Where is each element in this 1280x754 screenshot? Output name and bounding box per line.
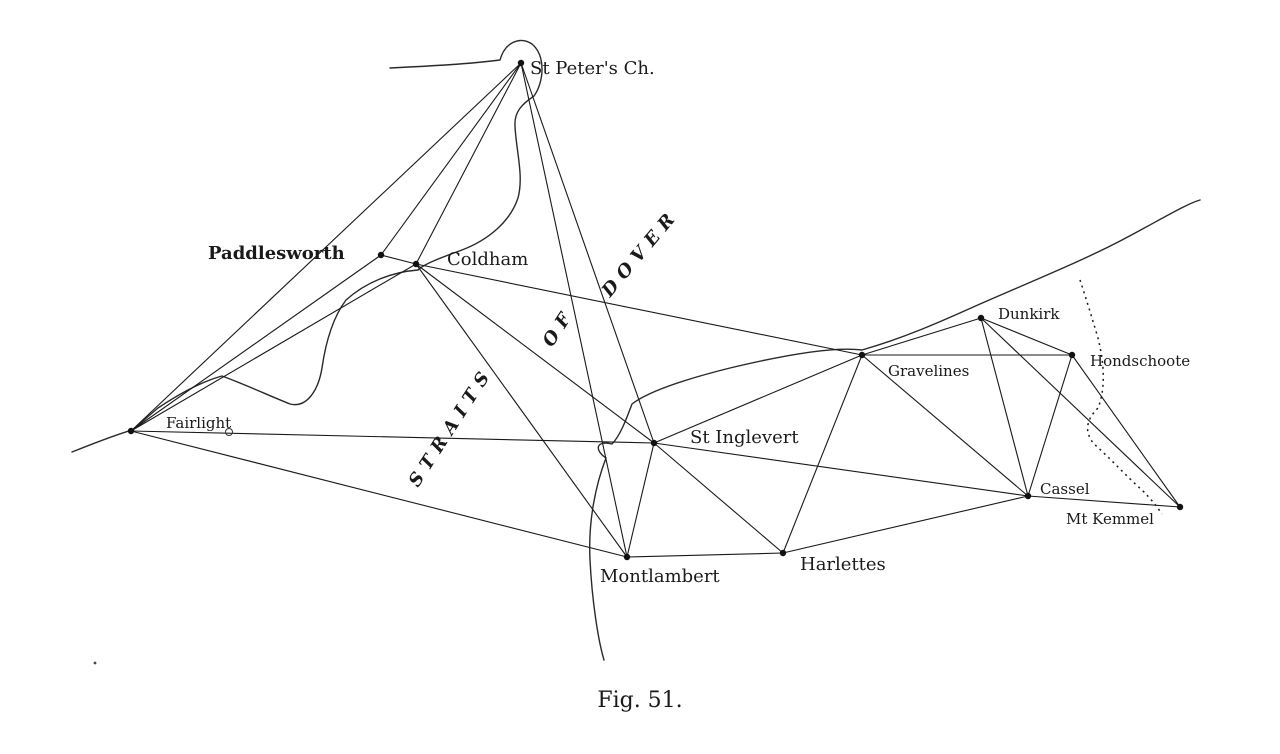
label-hondschoote: Hondschoote xyxy=(1090,352,1190,370)
station-st-inglevert xyxy=(650,439,658,447)
station-fairlight-ring xyxy=(225,428,233,436)
station-cassel xyxy=(1024,492,1032,500)
label-dunkirk: Dunkirk xyxy=(998,305,1060,323)
tri-line-paddlesworth-coldham xyxy=(380,254,417,265)
tri-line-st-inglevert-harlettes xyxy=(653,442,784,554)
label-cassel: Cassel xyxy=(1040,480,1090,498)
tri-line-harlettes-gravelines xyxy=(782,354,863,554)
label-montlambert: Montlambert xyxy=(600,566,720,587)
stations xyxy=(127,59,1184,561)
tri-line-st-peters-st-inglevert xyxy=(520,62,655,444)
station-st-peters xyxy=(517,59,525,67)
sea-label-of: OF xyxy=(539,304,580,351)
tri-line-coldham-gravelines xyxy=(415,263,863,356)
stray-mark xyxy=(93,661,97,665)
figure-caption: Fig. 51. xyxy=(597,688,683,713)
station-gravelines xyxy=(858,351,866,359)
label-harlettes: Harlettes xyxy=(800,554,886,575)
tri-line-harlettes-cassel xyxy=(782,495,1029,554)
station-harlettes xyxy=(779,549,787,557)
station-coldham xyxy=(412,260,420,268)
station-mt-kemmel xyxy=(1176,503,1184,511)
sea-label: STRAITS OF DOVER xyxy=(405,205,684,491)
tri-line-st-peters-montlambert xyxy=(520,62,628,558)
tri-line-st-inglevert-gravelines xyxy=(653,354,863,444)
tri-line-hondschoote-mt-kemmel xyxy=(1071,354,1181,508)
label-mt-kemmel: Mt Kemmel xyxy=(1066,510,1154,528)
station-hondschoote xyxy=(1068,351,1076,359)
station-fairlight xyxy=(127,427,135,435)
tri-line-hondschoote-cassel xyxy=(1027,354,1073,497)
sea-label-dover: DOVER xyxy=(597,205,684,302)
english-coastline xyxy=(71,39,543,453)
tri-line-gravelines-cassel xyxy=(861,354,1029,497)
french-coastline xyxy=(588,199,1201,661)
triangulation-lines xyxy=(130,62,1181,558)
tri-line-dunkirk-mt-kemmel xyxy=(980,317,1181,508)
label-gravelines: Gravelines xyxy=(888,362,969,380)
station-dunkirk xyxy=(977,314,985,322)
tri-line-fairlight-montlambert xyxy=(130,430,628,558)
tri-line-st-peters-paddlesworth xyxy=(380,62,522,256)
tri-line-cassel-mt-kemmel xyxy=(1027,495,1181,508)
label-paddlesworth: Paddlesworth xyxy=(208,243,345,264)
label-fairlight: Fairlight xyxy=(166,414,231,432)
tri-line-st-inglevert-cassel xyxy=(653,442,1029,497)
tri-line-paddlesworth-fairlight xyxy=(130,254,382,432)
station-montlambert xyxy=(623,553,631,561)
tri-line-fairlight-st-inglevert xyxy=(130,430,655,444)
station-labels: St Peter's Ch. Paddlesworth Coldham Fair… xyxy=(166,58,1190,587)
tri-line-coldham-montlambert xyxy=(415,263,628,558)
tri-line-coldham-fairlight xyxy=(130,263,417,432)
label-st-inglevert: St Inglevert xyxy=(690,427,799,448)
label-coldham: Coldham xyxy=(447,249,528,270)
frontier-line xyxy=(1079,279,1163,515)
tri-line-st-inglevert-montlambert xyxy=(626,442,655,558)
station-paddlesworth xyxy=(377,251,385,259)
tri-line-coldham-st-inglevert xyxy=(415,263,655,444)
tri-line-dunkirk-cassel xyxy=(980,317,1029,497)
tri-line-st-peters-coldham xyxy=(415,62,522,265)
tri-line-montlambert-harlettes xyxy=(626,552,784,558)
sea-label-straits: STRAITS xyxy=(405,363,498,491)
tri-line-gravelines-dunkirk xyxy=(861,317,982,356)
label-st-peters: St Peter's Ch. xyxy=(530,58,655,79)
tri-line-st-peters-fairlight xyxy=(130,62,522,432)
tri-line-dunkirk-hondschoote xyxy=(980,317,1073,356)
